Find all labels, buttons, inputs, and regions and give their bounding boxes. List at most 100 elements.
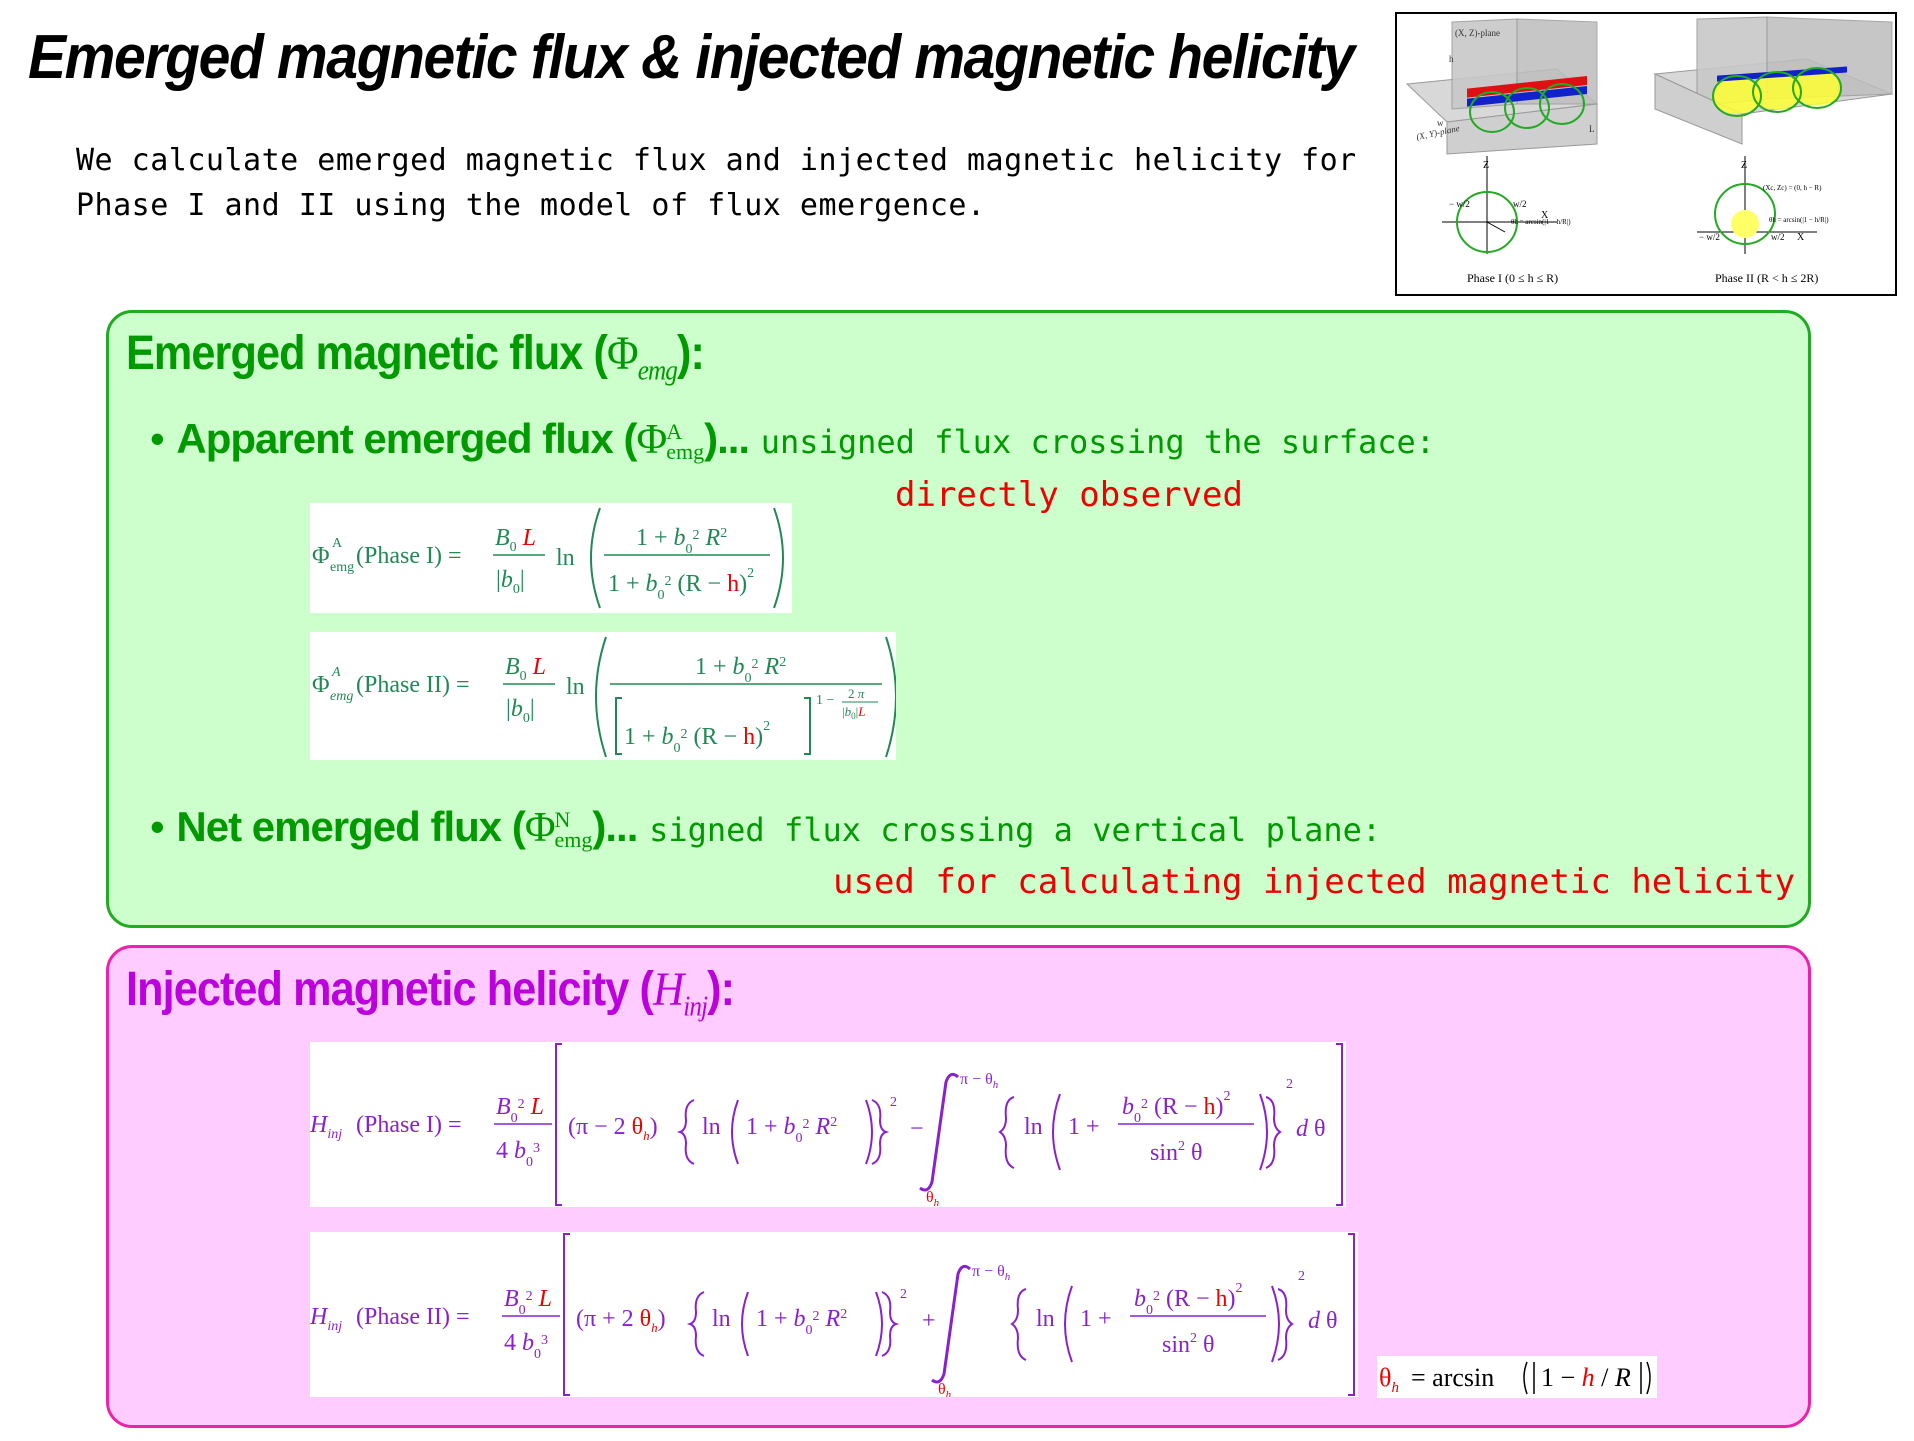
svg-text:4 b03: 4 b03 [496, 1138, 540, 1170]
injected-helicity-heading: Injected magnetic helicity (Hinj): [126, 962, 735, 1024]
phase2-cross-section: Z X − w/2 w/2 (Xc, Zc) = (0, h − R) θh =… [1697, 156, 1829, 285]
svg-text:ln: ln [702, 1114, 721, 1140]
intro-text: We calculate emerged magnetic flux and i… [76, 143, 1357, 223]
injected-helicity-heading-end: ): [707, 963, 735, 1016]
phase1-caption: Phase I (0 ≤ h ≤ R) [1467, 271, 1558, 285]
xz-plane-label: (X, Z)-plane [1455, 28, 1500, 38]
svg-text:1 − h / R: 1 − h / R [1541, 1363, 1631, 1392]
apparent-flux-label: Apparent emerged flux ( [176, 415, 637, 462]
svg-text:|b0|: |b0| [496, 567, 525, 597]
apparent-sup: A [666, 418, 683, 444]
equation-helicity-phase2: Hinj (Phase II) = B02 L 4 b03 (π + 2 θh)… [310, 1232, 1358, 1397]
minus-w2-label: − w/2 [1449, 199, 1470, 209]
svg-text:1 + b02 (R − h)2: 1 + b02 (R − h)2 [608, 566, 754, 603]
svg-text:4 b03: 4 b03 [504, 1330, 548, 1362]
svg-text:|b0|: |b0| [506, 696, 535, 726]
h-subscript: inj [683, 991, 708, 1023]
svg-text:sin2 θ: sin2 θ [1150, 1139, 1203, 1166]
page-title: Emerged magnetic flux & injected magneti… [28, 23, 1355, 92]
emerged-flux-panel [106, 310, 1811, 928]
svg-text:1 + b02 R2: 1 + b02 R2 [746, 1114, 837, 1146]
svg-text:θh: θh [1379, 1363, 1399, 1396]
equation-apparent-phase2: Φ A emg (Phase II) = B0 L |b0| ln 1 + b0… [310, 632, 896, 760]
svg-text:2 π: 2 π [848, 686, 865, 701]
svg-text:A: A [332, 536, 343, 551]
svg-text:ln: ln [1024, 1114, 1043, 1140]
model-figure-drawing: (X, Z)-plane (X, Y)-plane h w L Z [1405, 16, 1894, 285]
eq1-h: h [727, 571, 739, 597]
phase2-caption: Phase II (R < h ≤ 2R) [1715, 271, 1818, 285]
svg-text:1 + b02 R2: 1 + b02 R2 [695, 654, 786, 686]
svg-text:sin2 θ: sin2 θ [1162, 1331, 1215, 1358]
svg-text:Hinj: Hinj [310, 1112, 342, 1142]
equation-apparent-phase1-svg: Φ A emg (Phase I) = B0 L |b0| ln 1 + b02… [312, 507, 784, 609]
z-axis-label: Z [1483, 160, 1489, 171]
eq1-phase-label: (Phase I) = [356, 543, 462, 569]
center-label: (Xc, Zc) = (0, h − R) [1763, 184, 1822, 192]
svg-text:π − θh: π − θh [972, 1263, 1011, 1283]
eq2-h: h [743, 724, 755, 750]
svg-text:emg: emg [330, 560, 354, 575]
svg-text:π − θh: π − θh [960, 1071, 999, 1091]
equation-apparent-phase2-svg: Φ A emg (Phase II) = B0 L |b0| ln 1 + b0… [312, 636, 896, 758]
eq4-phase-label: (Phase II) = [356, 1304, 470, 1330]
svg-text:1 +: 1 + [1080, 1306, 1112, 1332]
bullet-dot: • [150, 415, 165, 462]
svg-text:Φ: Φ [312, 543, 330, 569]
svg-text:1 −: 1 − [816, 693, 835, 708]
l-label: L [1589, 124, 1595, 134]
svg-text:2: 2 [900, 1287, 907, 1302]
net-flux-label: Net emerged flux ( [176, 803, 525, 850]
apparent-label-end: )... [704, 415, 750, 462]
w-label: w [1437, 118, 1444, 128]
eq3-phase-label: (Phase I) = [356, 1112, 462, 1138]
theta-formula-label-2: θh = arcsin(|1 − h/R|) [1769, 216, 1829, 224]
equation-apparent-phase1: Φ A emg (Phase I) = B0 L |b0| ln 1 + b02… [310, 503, 792, 613]
svg-text:ln: ln [566, 674, 585, 700]
svg-text:b02 (R − h)2: b02 (R − h)2 [1134, 1281, 1243, 1318]
svg-text:emg: emg [330, 689, 353, 704]
w2-label-2: w/2 [1771, 232, 1785, 242]
svg-text:|b0|L: |b0|L [842, 704, 865, 721]
equation-helicity-phase1: Hinj (Phase I) = B02 L 4 b03 (π − 2 θh) … [310, 1042, 1346, 1207]
x-axis-label-2: X [1797, 232, 1805, 243]
phase2-3d-view [1653, 16, 1894, 145]
phi-subscript: emg [637, 355, 678, 387]
theta-definition: θh = arcsin 1 − h / R [1377, 1356, 1657, 1398]
equation-helicity-phase1-svg: Hinj (Phase I) = B02 L 4 b03 (π − 2 θh) … [310, 1043, 1343, 1207]
svg-text:1 + b02 (R − h)2: 1 + b02 (R − h)2 [624, 719, 770, 756]
svg-text:ln: ln [556, 545, 575, 571]
svg-text:B02 L: B02 L [496, 1094, 544, 1126]
net-flux-description: signed flux crossing a vertical plane: [649, 811, 1382, 849]
phase1-3d-view: (X, Z)-plane (X, Y)-plane h w L [1405, 18, 1599, 155]
svg-text:2: 2 [890, 1095, 897, 1110]
svg-text:d θ: d θ [1296, 1116, 1326, 1142]
theta-formula-label: θh = arcsin(|1 − h/R|) [1511, 218, 1571, 226]
svg-text:B0 L: B0 L [495, 525, 536, 555]
svg-text:2: 2 [1286, 1077, 1293, 1092]
injected-helicity-heading-text: Injected magnetic helicity ( [126, 963, 654, 1016]
minus-w2-label-2: − w/2 [1699, 232, 1720, 242]
svg-text:ln: ln [1036, 1306, 1055, 1332]
svg-text:(π − 2 θh): (π − 2 θh) [568, 1114, 658, 1143]
bullet-dot-2: • [150, 803, 165, 850]
net-sup: N [554, 806, 571, 832]
svg-text:(π + 2 θh): (π + 2 θh) [576, 1306, 666, 1335]
svg-text:1 +: 1 + [1068, 1114, 1100, 1140]
phi-symbol: Φ [607, 327, 639, 380]
apparent-sub: emg [666, 438, 705, 464]
h-label: h [1449, 54, 1454, 64]
svg-text:1 + b02 R2: 1 + b02 R2 [636, 525, 727, 557]
eq4-operator: + [922, 1308, 936, 1334]
svg-text:1 + b02 R2: 1 + b02 R2 [756, 1306, 847, 1338]
h-symbol: H [652, 963, 684, 1016]
model-figure: (X, Z)-plane (X, Y)-plane h w L Z [1395, 12, 1897, 296]
svg-text:2: 2 [1298, 1269, 1305, 1284]
svg-text:B02 L: B02 L [504, 1286, 552, 1318]
theta-definition-svg: θh = arcsin 1 − h / R [1379, 1361, 1651, 1396]
w2-label: w/2 [1513, 199, 1527, 209]
svg-text:d θ: d θ [1308, 1308, 1338, 1334]
theta-def-text: = arcsin [1411, 1363, 1494, 1392]
